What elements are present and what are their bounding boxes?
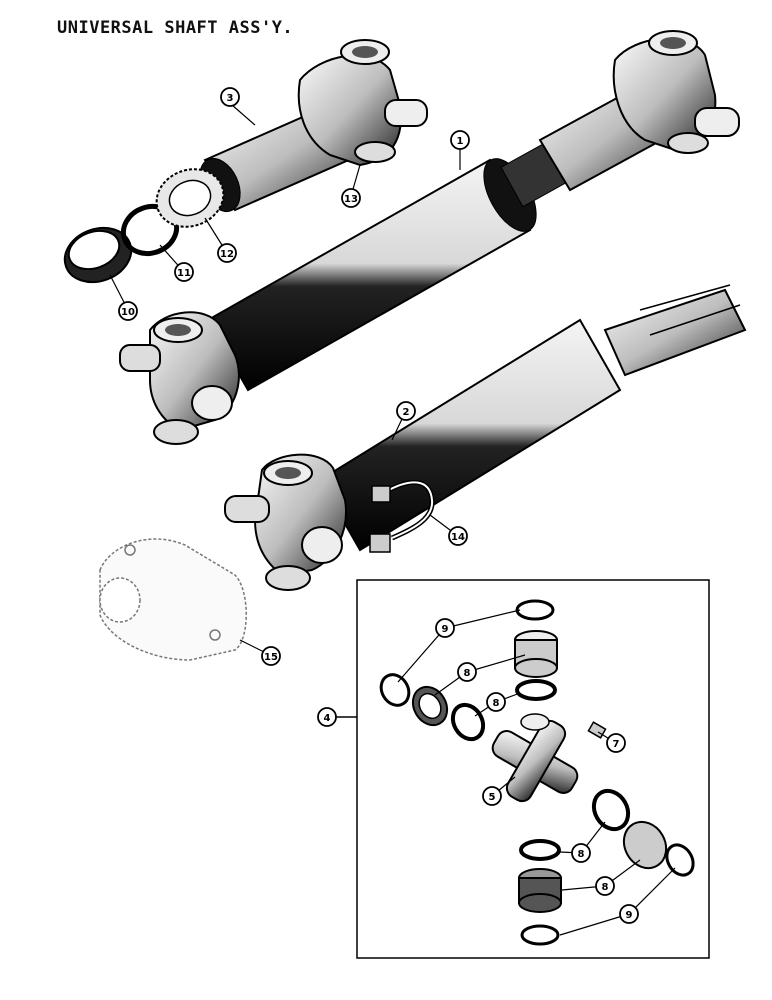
svg-text:8: 8 (464, 668, 471, 679)
callout-15: 15 (261, 646, 281, 666)
inset-box-part-4 (356, 579, 710, 959)
svg-text:9: 9 (626, 910, 633, 921)
snap-ring-top (515, 599, 555, 621)
callout-3: 3 (220, 87, 240, 107)
svg-text:5: 5 (489, 792, 496, 803)
journal-cross-5 (491, 713, 579, 803)
needle-bearing-bottom (518, 868, 562, 913)
svg-text:4: 4 (324, 713, 331, 724)
callout-12: 12 (217, 243, 237, 263)
seal-ring-top (515, 679, 557, 701)
callout-14: 14 (448, 526, 468, 546)
callout-11: 11 (174, 262, 194, 282)
bearing-cup-right (622, 820, 668, 870)
callout-8-upper: 8 (457, 662, 477, 682)
svg-text:2: 2 (403, 407, 410, 418)
callout-2: 2 (396, 401, 416, 421)
snap-ring-right (665, 843, 695, 877)
callout-7: 7 (606, 733, 626, 753)
slip-yoke-3 (199, 39, 428, 212)
callout-5: 5 (482, 786, 502, 806)
svg-text:13: 13 (344, 194, 358, 205)
svg-text:12: 12 (220, 249, 234, 260)
callout-9-top: 9 (435, 618, 455, 638)
diagram-title: UNIVERSAL SHAFT ASS'Y. (57, 18, 294, 38)
grease-tube-14 (369, 479, 435, 553)
svg-text:8: 8 (578, 849, 585, 860)
svg-text:14: 14 (451, 532, 465, 543)
seal-ring-bottom (519, 839, 561, 861)
callout-4: 4 (317, 707, 337, 727)
dust-cap-10 (63, 226, 133, 284)
callout-9-bottom: 9 (619, 904, 639, 924)
svg-text:7: 7 (613, 739, 620, 750)
needle-bearing-left (411, 685, 449, 727)
universal-joint-yoke-lower (224, 453, 347, 591)
felt-seal-12 (155, 168, 225, 228)
svg-text:9: 9 (442, 624, 449, 635)
shaft-tube-2 (318, 284, 747, 552)
svg-text:15: 15 (264, 652, 278, 663)
callout-10: 10 (118, 301, 138, 321)
snap-ring-left (379, 673, 411, 707)
seal-ring-right (591, 788, 631, 832)
svg-text:11: 11 (177, 268, 191, 279)
svg-text:10: 10 (121, 307, 135, 318)
callout-1: 1 (450, 130, 470, 150)
callout-8-bottom: 8 (595, 876, 615, 896)
svg-text:1: 1 (457, 136, 464, 147)
bearing-cup-top (514, 630, 558, 678)
slip-yoke-upper-right (538, 30, 740, 192)
callout-13: 13 (341, 188, 361, 208)
universal-joint-yoke-lower-left (119, 311, 240, 445)
svg-text:8: 8 (493, 698, 500, 709)
flange-yoke-15 (99, 538, 247, 661)
snap-ring-bottom (520, 924, 560, 946)
seal-ring-left (450, 702, 486, 742)
svg-text:3: 3 (227, 93, 234, 104)
svg-text:8: 8 (602, 882, 609, 893)
callout-8-lower: 8 (571, 843, 591, 863)
callout-8-mid: 8 (486, 692, 506, 712)
